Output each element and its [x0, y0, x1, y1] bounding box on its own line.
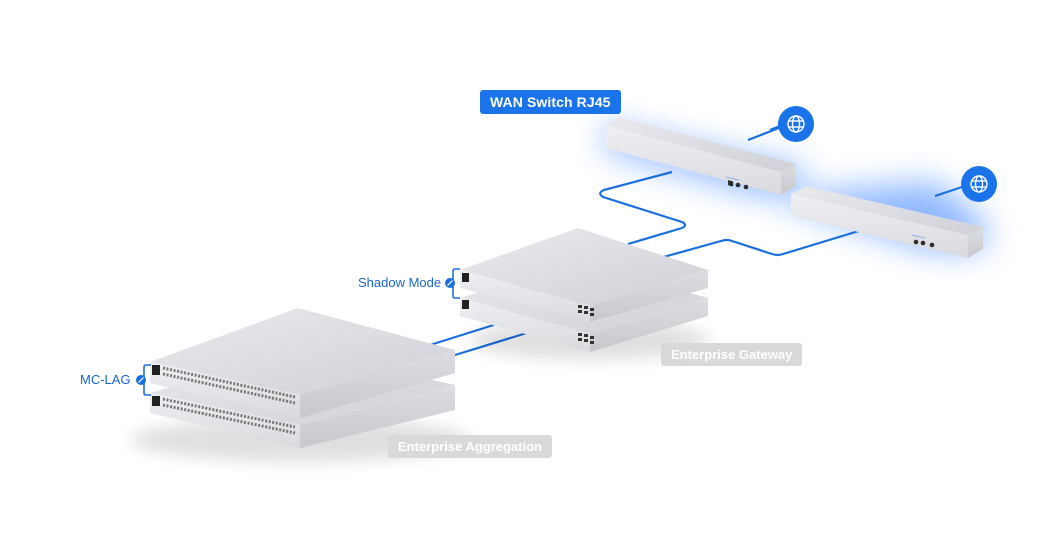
- mc-lag-label: MC-LAG: [80, 372, 131, 387]
- wan-switch-label: WAN Switch RJ45: [480, 90, 621, 114]
- wan-switch-2[interactable]: [791, 186, 983, 258]
- wan-switch-1[interactable]: [605, 117, 796, 195]
- enterprise-gateway[interactable]: [460, 228, 710, 360]
- sfp-ports: [162, 397, 296, 435]
- link-wan1-gateway: [599, 170, 687, 246]
- enterprise-aggregation[interactable]: [130, 308, 470, 462]
- globe-icon: [961, 166, 997, 202]
- shadow-mode-label: Shadow Mode: [358, 275, 442, 290]
- link-internet1-wan1: [747, 124, 785, 142]
- globe-icon: [778, 106, 814, 142]
- link-icon: [136, 375, 146, 385]
- link-wan2-gateway: [659, 228, 863, 260]
- enterprise-gateway-label: Enterprise Gateway: [661, 343, 803, 366]
- link-icon: [445, 278, 455, 288]
- link-internet2-wan2: [934, 184, 966, 198]
- enterprise-aggregation-label: Enterprise Aggregation: [388, 435, 552, 458]
- link-gateway-aggregation-1: [429, 321, 501, 347]
